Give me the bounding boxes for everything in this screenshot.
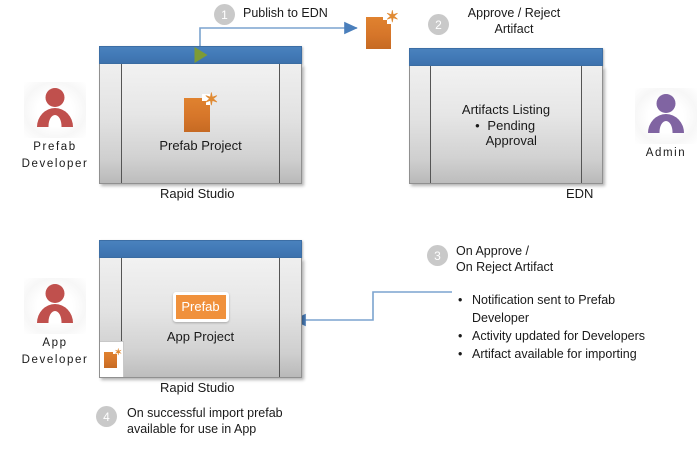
actor-label-app-line2: Developer xyxy=(21,354,89,366)
actor-prefab-developer: Prefab Developer xyxy=(9,82,101,172)
right-panel-app xyxy=(279,258,301,377)
connector-publish-to-edn xyxy=(199,21,358,50)
step-4-badge: 4 xyxy=(96,406,117,427)
project-label: Prefab Project xyxy=(159,138,242,153)
window-prefab-rapid-studio[interactable]: ✶ Prefab Project xyxy=(99,46,302,184)
person-icon xyxy=(24,82,86,138)
step-2-text: Approve / Reject Artifact xyxy=(467,6,561,36)
outcome-item-1: Activity updated for Developers xyxy=(472,329,646,343)
outcome-item: • Artifact available for importing xyxy=(458,345,698,363)
imported-artifact-panel: ✶ xyxy=(100,341,124,377)
actor-label-app-line1: App xyxy=(42,337,68,349)
artifact-document-icon-small: ✶ xyxy=(104,348,122,368)
window-app-rapid-studio[interactable]: Prefab App Project ✶ xyxy=(99,240,302,378)
window-caption-rapid-studio-bottom: Rapid Studio xyxy=(160,380,235,395)
window-title-bar-edn xyxy=(409,48,603,66)
window-body-edn: Artifacts Listing • Pending Approval xyxy=(409,66,603,184)
actor-label-admin: Admin xyxy=(645,147,687,159)
app-project-label: App Project xyxy=(166,328,235,344)
window-edn[interactable]: Artifacts Listing • Pending Approval xyxy=(409,48,603,184)
artifact-in-transit-icon: ✶ xyxy=(366,10,399,49)
project-area: ✶ Prefab Project xyxy=(122,64,279,183)
person-icon-admin xyxy=(635,88,697,144)
bullet-dot-icon: • xyxy=(458,293,463,307)
artifacts-bullet-line2: Approval xyxy=(485,132,537,148)
outcome-item-0-line1: Notification sent to Prefab xyxy=(472,293,616,307)
step-3-text: On Approve / On Reject Artifact xyxy=(456,244,554,274)
window-title-bar xyxy=(99,46,302,64)
actor-admin: Admin xyxy=(620,88,700,161)
window-caption-edn: EDN xyxy=(566,186,594,201)
right-panel-edn xyxy=(581,66,602,183)
step-4-text: On successful import prefab available fo… xyxy=(127,406,283,436)
left-panel-edn xyxy=(410,66,431,183)
window-caption-rapid-studio-top: Rapid Studio xyxy=(160,186,235,201)
outcome-item-0-line2: Developer xyxy=(472,311,529,325)
step-2-badge: 2 xyxy=(428,14,449,35)
bullet-dot-icon: • xyxy=(458,347,463,361)
step-1-text: Publish to EDN xyxy=(243,6,328,20)
left-panel xyxy=(100,64,122,183)
person-icon-app-dev xyxy=(24,278,86,334)
prefab-badge[interactable]: Prefab xyxy=(172,291,229,322)
window-title-bar-app xyxy=(99,240,302,258)
outcome-item: • Activity updated for Developers xyxy=(458,327,698,345)
artifacts-listing-area: Artifacts Listing • Pending Approval xyxy=(431,66,581,183)
bullet-dot-icon: • xyxy=(458,329,463,343)
outcome-item: • Notification sent to Prefab Developer xyxy=(458,291,698,327)
bullet-dot-icon: • xyxy=(475,117,480,133)
window-body-app: Prefab App Project ✶ xyxy=(99,258,302,378)
outcome-list: • Notification sent to Prefab Developer … xyxy=(458,291,698,363)
actor-label-line1: Prefab xyxy=(33,141,77,153)
actor-label-line2: Developer xyxy=(21,158,89,170)
play-icon[interactable] xyxy=(194,47,207,63)
prefab-badge-label: Prefab xyxy=(181,299,220,314)
outcome-item-2: Artifact available for importing xyxy=(472,347,637,361)
app-project-area: Prefab App Project xyxy=(122,258,279,377)
step-1-badge: 1 xyxy=(214,4,235,25)
connector-approve-to-app xyxy=(292,291,452,327)
right-panel xyxy=(279,64,301,183)
artifacts-listing-title: Artifacts Listing xyxy=(461,101,551,117)
step-3-badge: 3 xyxy=(427,245,448,266)
artifacts-listing-bullet: • Pending Approval xyxy=(475,118,537,148)
actor-app-developer: App Developer xyxy=(9,278,101,368)
window-body: ✶ Prefab Project xyxy=(99,64,302,184)
artifacts-bullet-line1: Pending xyxy=(487,117,536,133)
artifact-document-icon: ✶ xyxy=(183,91,219,132)
